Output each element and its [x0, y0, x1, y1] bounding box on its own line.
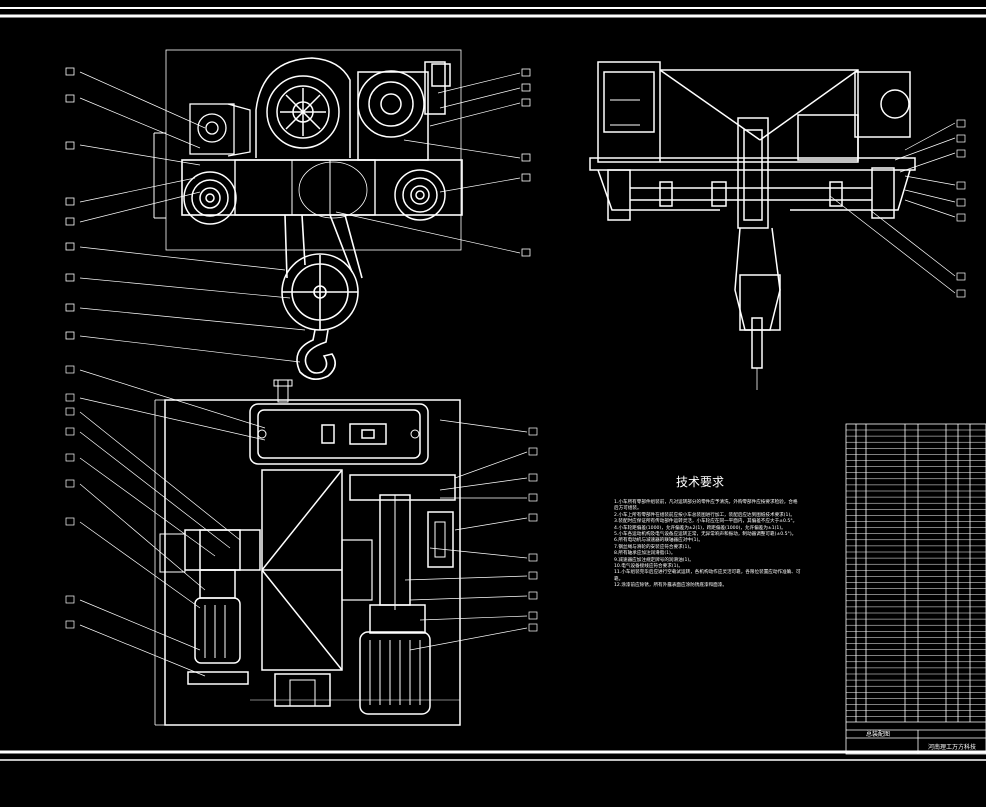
parts-list-rows [846, 429, 986, 717]
front-view-callout-boxes [65, 67, 531, 340]
tech-requirement-item: 7.钢丝绳与滑轮的安装应符合要求(1)。 [614, 544, 694, 550]
travel-motor [189, 103, 251, 157]
front-view [153, 49, 463, 380]
hook-block [281, 214, 363, 380]
tech-requirement-item: 10.电气设备接线应符合要求(1)。 [614, 564, 683, 570]
winding-drum [255, 57, 351, 158]
tech-requirements-title: 技术要求 [676, 475, 725, 489]
tech-requirement-item: 8.所有轴承应加注润滑脂(1)。 [614, 551, 676, 557]
tech-requirement-item: 2.小车上所有零部件在组装前应按小车总装图进行加工，装配后应达到图纸技术要求(1… [614, 512, 795, 518]
title-block-institution: 河南理工万方科技 [928, 744, 977, 751]
top-view-leaders [65, 365, 538, 677]
title-block-drawing-name: 总装配图 [866, 731, 891, 738]
left-wheel-assembly [183, 171, 237, 225]
tech-requirement-item: 11.小车组装完毕后应进行空载试运转，各机构动作应灵活可靠，各限位装置应动作准确… [614, 570, 801, 582]
tech-requirement-item: 5.小车各运动机构及电气设备应运转正常，无异常响声和振动，制动器调整可靠(±0.… [614, 532, 797, 538]
tech-requirement-item: 3.装配时应保证所有传动部件运转灵活，小车轮应在同一平面内，其偏差不应大于±0.… [614, 519, 798, 525]
parts-list-table [845, 423, 986, 755]
tech-requirement-item: 1.小车所有零部件组装前，凡对运转部分的零件应予清洗，外购零部件应按要求检验，合… [614, 500, 798, 512]
front-view-leaders [79, 71, 521, 363]
tech-requirements-list: 1.小车所有零部件组装前，凡对运转部分的零件应予清洗，外购零部件应按要求检验，合… [614, 500, 802, 590]
tech-requirement-item: 6.所有电动机与减速器的联轴器应对中(1)。 [614, 538, 703, 544]
tech-requirement-item: 12.涂漆前应除锈，所有外露表面应涂防锈底漆和面漆。 [614, 583, 727, 589]
tech-requirement-item: 9.减速器应加注规定牌号的润滑油(1)。 [614, 557, 694, 563]
reducer-gearbox [357, 61, 451, 161]
side-view-leaders [829, 119, 966, 298]
side-view [589, 61, 916, 390]
right-wheel-assembly [394, 169, 446, 221]
top-view [154, 379, 461, 726]
drawing-frame [0, 7, 986, 761]
tech-requirement-item: 4.小车轮距偏差(1000)，允许偏差为±2(1)，跨距偏差(1000)，允许偏… [614, 525, 786, 531]
